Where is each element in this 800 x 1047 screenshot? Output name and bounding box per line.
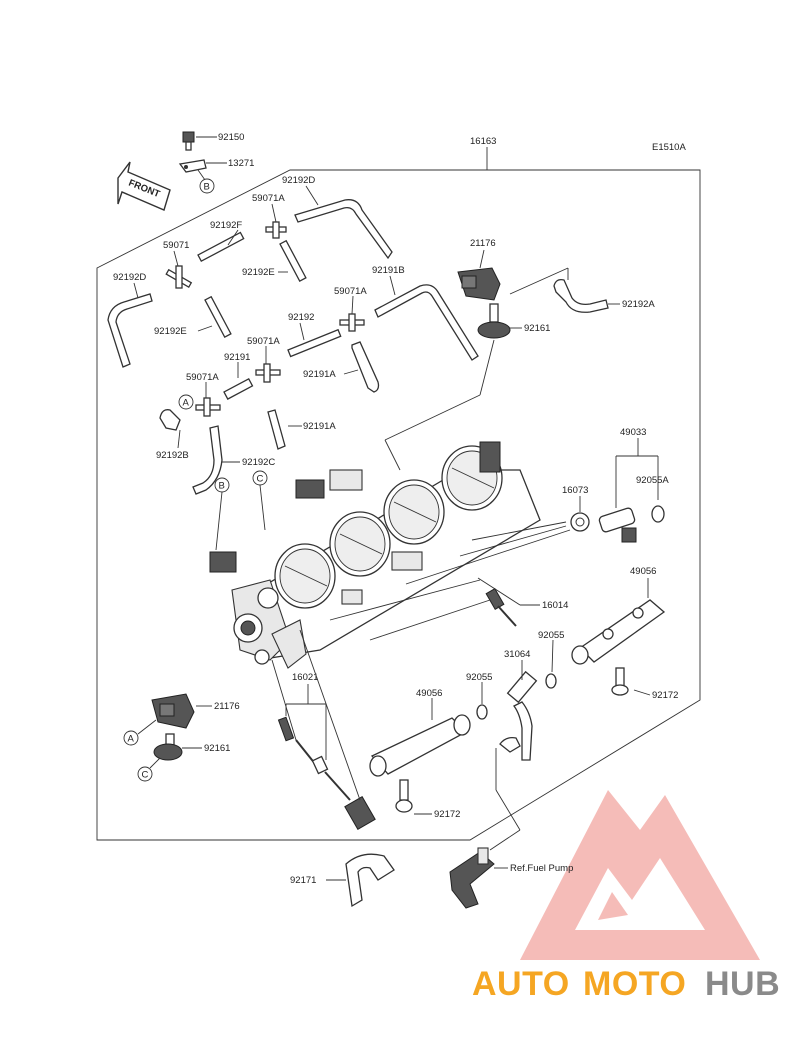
diagram-code: E1510A bbox=[652, 142, 686, 153]
callout-a-top-letter: A bbox=[183, 398, 190, 409]
label-92191b: 92191B bbox=[372, 265, 405, 276]
o-ring-92055-right bbox=[545, 673, 557, 689]
cable-16021 bbox=[277, 716, 376, 830]
label-92191: 92191 bbox=[224, 352, 250, 363]
label-92192c: 92192C bbox=[242, 457, 275, 468]
throttle-body-assembly bbox=[209, 441, 541, 669]
label-59071a-left: 59071A bbox=[186, 372, 219, 383]
fuel-rail-49056-left bbox=[369, 714, 471, 813]
label-16014: 16014 bbox=[542, 600, 568, 611]
hose-92192e-b bbox=[204, 295, 232, 338]
label-49056-right: 49056 bbox=[630, 566, 656, 577]
callout-a-low-letter: A bbox=[128, 734, 135, 745]
hose-92192f bbox=[197, 231, 245, 263]
label-92192b: 92192B bbox=[156, 450, 189, 461]
label-92171: 92171 bbox=[290, 875, 316, 886]
label-21176-top: 21176 bbox=[470, 238, 496, 249]
label-16021: 16021 bbox=[292, 672, 318, 683]
callout-a-low bbox=[123, 730, 139, 746]
callout-b-top bbox=[199, 178, 215, 194]
hose-92192e-a bbox=[279, 239, 307, 282]
label-59071: 59071 bbox=[163, 240, 189, 251]
label-92192d-top: 92192D bbox=[282, 175, 315, 186]
label-59071a-mid: 59071A bbox=[334, 286, 367, 297]
tee-fitting-59071a-low bbox=[255, 363, 281, 383]
sensor-bolt-92150 bbox=[182, 131, 195, 151]
label-49056-left: 49056 bbox=[416, 688, 442, 699]
callout-a-top bbox=[178, 394, 194, 410]
fuel-joint-31064 bbox=[506, 670, 538, 761]
label-92055a: 92055A bbox=[636, 475, 669, 486]
screw-set-16014 bbox=[485, 588, 517, 627]
tee-fitting-59071a-top bbox=[265, 221, 287, 239]
sensor-92161-top bbox=[477, 303, 511, 339]
tee-fitting-59071a-mid bbox=[339, 313, 365, 332]
label-92150: 92150 bbox=[218, 132, 244, 143]
label-21176-low: 21176 bbox=[214, 701, 240, 712]
watermark-text-moto: MOTO bbox=[583, 965, 686, 1003]
fuel-rail-49056-right bbox=[571, 599, 666, 696]
o-ring-92055-mid bbox=[476, 704, 488, 720]
bracket-13271 bbox=[178, 159, 207, 173]
label-59071a-low: 59071A bbox=[247, 336, 280, 347]
label-92192d-left: 92192D bbox=[113, 272, 146, 283]
label-92055-right: 92055 bbox=[538, 630, 564, 641]
label-31064: 31064 bbox=[504, 649, 530, 660]
watermark-text-hub: HUB bbox=[705, 965, 780, 1003]
label-92191a-b: 92191A bbox=[303, 421, 336, 432]
label-59071a-top: 59071A bbox=[252, 193, 285, 204]
o-ring-92055a bbox=[651, 505, 665, 523]
label-92172-right: 92172 bbox=[652, 690, 678, 701]
label-92192a: 92192A bbox=[622, 299, 655, 310]
callout-c-low bbox=[137, 766, 153, 782]
label-13271: 13271 bbox=[228, 158, 254, 169]
sensor-21176-top bbox=[457, 267, 501, 301]
clip-92171 bbox=[345, 853, 395, 908]
assembly-outline bbox=[96, 169, 701, 841]
injector-49033 bbox=[598, 507, 637, 543]
watermark-logo: AUTO MOTO HUB bbox=[472, 790, 780, 1003]
label-92192: 92192 bbox=[288, 312, 314, 323]
sensor-21176-low bbox=[151, 693, 195, 729]
tee-fitting-59071a-left bbox=[195, 397, 221, 417]
label-92172-low: 92172 bbox=[434, 809, 460, 820]
watermark-text-auto: AUTO bbox=[472, 965, 570, 1003]
label-16073: 16073 bbox=[562, 485, 588, 496]
callout-b-mid-letter: B bbox=[219, 481, 225, 492]
label-92192e-a: 92192E bbox=[242, 267, 275, 278]
tee-fitting-59071 bbox=[165, 265, 193, 289]
front-arrow-icon: FRONT bbox=[117, 161, 171, 211]
hose-92192 bbox=[287, 328, 342, 358]
ref-fuel-pump-note: Ref.Fuel Pump bbox=[510, 863, 573, 874]
label-92192f: 92192F bbox=[210, 220, 242, 231]
label-92191a-a: 92191A bbox=[303, 369, 336, 380]
label-92055-mid: 92055 bbox=[466, 672, 492, 683]
sensor-92161-low bbox=[153, 733, 183, 761]
label-16163: 16163 bbox=[470, 136, 496, 147]
label-92161-low: 92161 bbox=[204, 743, 230, 754]
label-49033: 49033 bbox=[620, 427, 646, 438]
label-92161-top: 92161 bbox=[524, 323, 550, 334]
callout-c-mid-letter: C bbox=[257, 474, 264, 485]
callout-c-low-letter: C bbox=[142, 770, 149, 781]
fuel-hose-connector bbox=[449, 847, 495, 909]
seal-16073 bbox=[570, 512, 590, 532]
hose-92191 bbox=[223, 377, 254, 400]
label-92192e-b: 92192E bbox=[154, 326, 187, 337]
callout-b-top-letter: B bbox=[204, 182, 210, 193]
